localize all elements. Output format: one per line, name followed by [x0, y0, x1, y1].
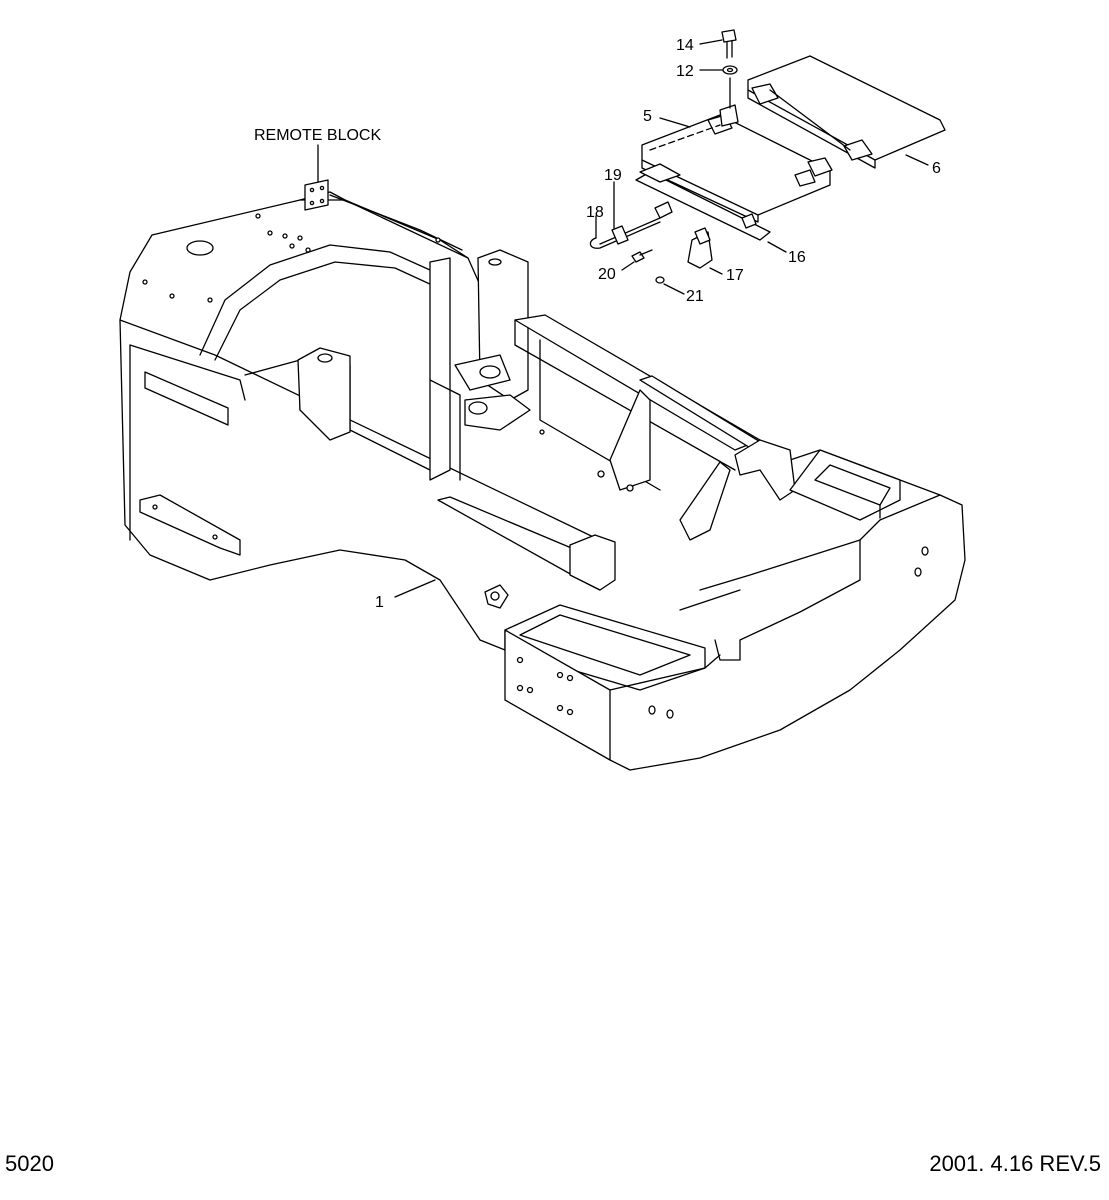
part-number-19: 19 — [604, 167, 622, 184]
page-code: 5020 — [5, 1151, 54, 1176]
part-number-12: 12 — [676, 63, 694, 80]
bolt-14 — [721, 29, 737, 43]
screw-21 — [655, 276, 665, 284]
revision-date: 2001. 4.16 REV.5 — [929, 1151, 1101, 1176]
rod-18 — [589, 221, 661, 249]
part-number-18: 18 — [586, 204, 604, 221]
part-number-5: 5 — [643, 108, 652, 125]
remote-block-callout: REMOTE BLOCK — [254, 127, 381, 144]
cover-assembly — [589, 29, 946, 284]
pin-19 — [611, 225, 629, 245]
part-number-14: 14 — [676, 37, 694, 54]
part-number-1: 1 — [375, 594, 384, 611]
part-number-6: 6 — [932, 160, 941, 177]
main-frame — [119, 179, 966, 771]
washer-12 — [722, 65, 738, 75]
leader-lines — [317, 39, 929, 598]
part-number-17: 17 — [726, 267, 744, 284]
part-number-21: 21 — [686, 288, 704, 305]
part-number-20: 20 — [598, 266, 616, 283]
cover-5 — [641, 114, 831, 216]
part-number-16: 16 — [788, 249, 806, 266]
